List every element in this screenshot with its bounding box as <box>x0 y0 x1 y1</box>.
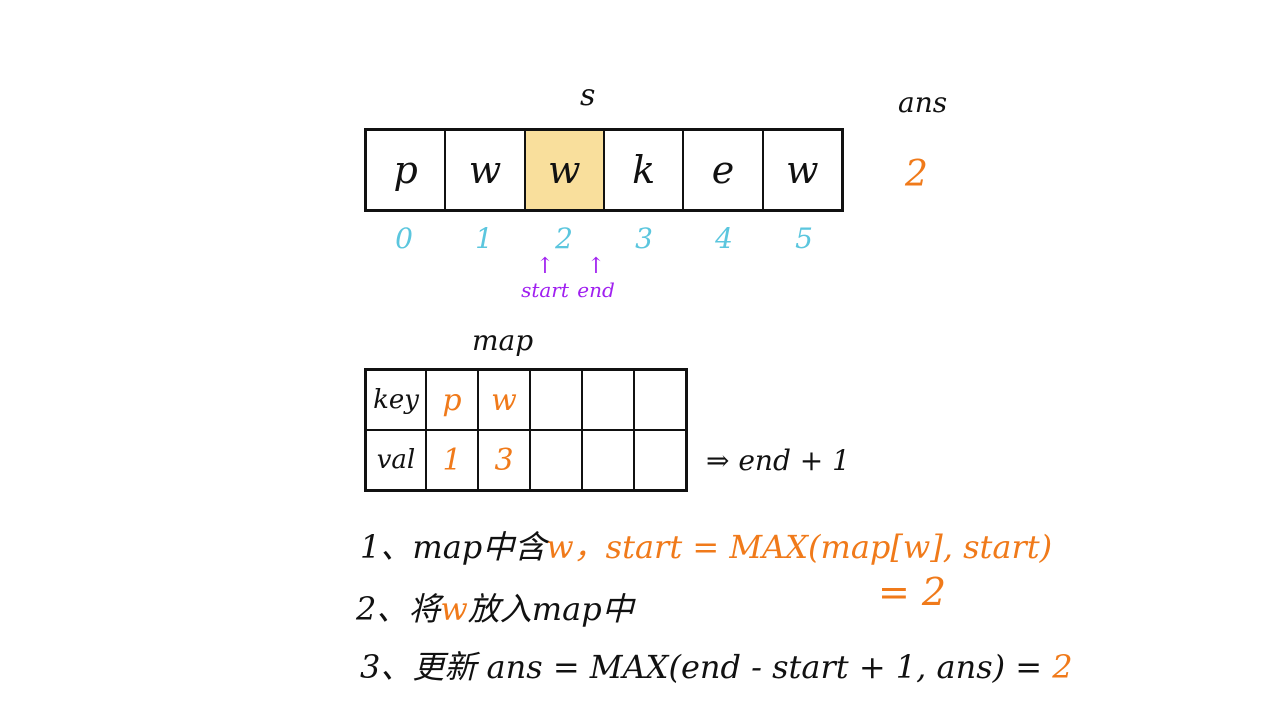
val-header: val <box>364 429 427 492</box>
map-val-cell <box>581 429 635 492</box>
map-key-cell: w <box>477 368 531 431</box>
ans-value: 2 <box>905 154 928 195</box>
step-2-prefix: 2、将 <box>356 590 441 628</box>
step-3-text: 3、更新 ans = MAX(end - start + 1, ans) = <box>360 648 1053 686</box>
map-val-cell <box>633 429 688 492</box>
end-plus-one-note: ⇒ end + 1 <box>706 444 850 477</box>
map-key-row: key p w <box>364 368 688 431</box>
step-1-result: = 2 <box>878 570 947 614</box>
step-1-expression: ，start = MAX(map[w], start) <box>573 528 1053 566</box>
map-table: key p w val 1 3 <box>364 368 688 492</box>
end-pointer-label: end <box>577 278 615 302</box>
up-arrow-icon: ↑ <box>586 254 606 279</box>
key-header: key <box>364 368 427 431</box>
step-2: 2、将w放入map中 <box>356 584 634 630</box>
map-val-row: val 1 3 <box>364 429 688 492</box>
start-pointer: ↑ start <box>516 254 574 303</box>
map-key-cell <box>633 368 688 431</box>
string-cell: e <box>684 131 764 209</box>
step-3-result: 2 <box>1052 648 1073 686</box>
string-cell: w <box>786 148 819 192</box>
map-key-cell: p <box>425 368 479 431</box>
start-pointer-label: start <box>521 278 569 302</box>
string-cell: k <box>605 131 685 209</box>
map-key-cell <box>581 368 635 431</box>
index-label: 3 <box>635 222 653 255</box>
string-array: p w w k e w <box>364 128 844 212</box>
map-label: map <box>472 324 534 357</box>
map-val-cell: 3 <box>477 429 531 492</box>
map-key-cell <box>529 368 583 431</box>
step-1: 1、map中含w，start = MAX(map[w], start) <box>360 522 1052 568</box>
string-cell: w <box>446 131 526 209</box>
string-cell: p <box>367 131 447 209</box>
index-label: 2 <box>555 222 573 255</box>
step-2-char: w <box>440 590 468 628</box>
ans-label: ans <box>898 86 948 119</box>
up-arrow-icon: ↑ <box>535 254 555 279</box>
string-cell-highlighted: w <box>525 131 605 209</box>
string-label: s <box>580 78 596 113</box>
step-1-char: w <box>546 528 574 566</box>
index-label: 4 <box>715 222 733 255</box>
step-3: 3、更新 ans = MAX(end - start + 1, ans) = 2 <box>360 642 1073 688</box>
map-val-cell <box>529 429 583 492</box>
end-pointer: ↑ end <box>572 254 620 303</box>
step-1-prefix: 1、map中含 <box>360 528 547 566</box>
map-val-cell: 1 <box>425 429 479 492</box>
index-label: 5 <box>795 222 813 255</box>
index-row: 0 1 2 3 4 5 <box>364 222 844 258</box>
index-label: 0 <box>395 222 413 255</box>
step-2-suffix: 放入map中 <box>467 590 634 628</box>
index-label: 1 <box>475 222 493 255</box>
